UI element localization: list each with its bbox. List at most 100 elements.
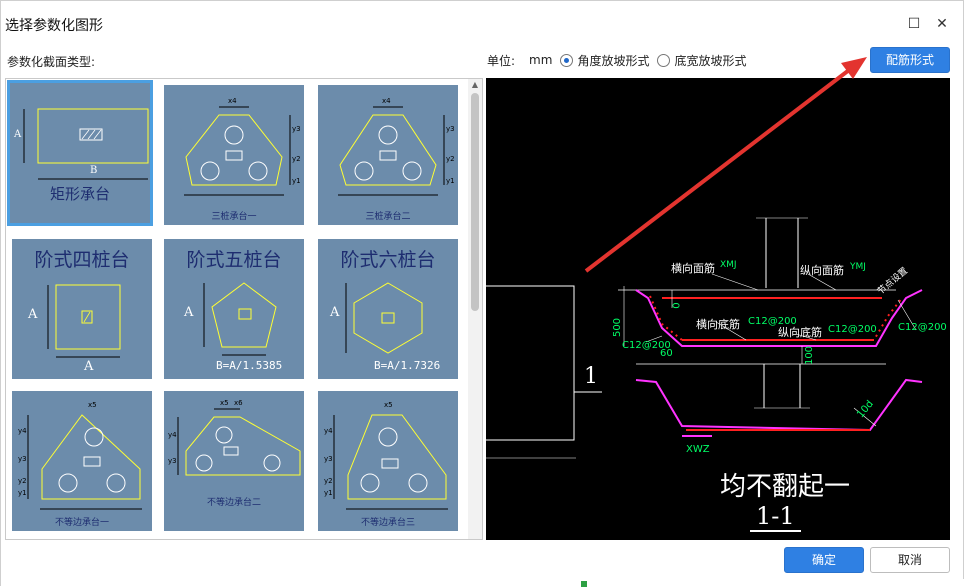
step-six-drawing: [345, 282, 423, 354]
tile-caption: 三桩承台二: [365, 212, 411, 222]
tile-three-pile-2[interactable]: x4 y3 y2 y1 三桩承台二: [318, 85, 458, 225]
dim-y3: y3: [18, 455, 27, 463]
cad-label-zong-mian: 纵向面筋: [800, 264, 844, 277]
rect-cap-drawing: [23, 108, 149, 180]
dim-x5: x5: [220, 399, 229, 407]
step-four-drawing: [47, 284, 121, 358]
rebar-form-button[interactable]: 配筋形式: [870, 47, 950, 73]
step-five-drawing: [203, 282, 277, 356]
unequal-2-drawing: [177, 408, 301, 476]
cad-spec-2: C12@200: [828, 324, 877, 335]
dim-y3: y3: [324, 455, 333, 463]
cad-dim-0: 0: [671, 302, 683, 309]
tile-caption: 阶式六桩台: [340, 249, 436, 271]
tile-caption: 不等边承台一: [54, 518, 109, 528]
bottom-accent: [581, 581, 587, 587]
dim-y1: y1: [324, 489, 333, 497]
cad-preview: 横向面筋 XMJ 纵向面筋 YMJ 节点设置 横向底筋 C12@200 纵向底筋…: [486, 78, 950, 540]
dim-a-label: A: [14, 129, 22, 140]
dim-x5: x5: [384, 401, 393, 409]
tile-caption: 阶式五桩台: [186, 249, 282, 271]
cad-code-ymj: YMJ: [850, 262, 866, 272]
cad-label-zong-di: 纵向底筋: [778, 326, 822, 339]
dim-b-formula: B=A/1.5385: [216, 359, 283, 372]
cad-drawing: [486, 217, 923, 459]
unit-options-row: 单位: mm 角度放坡形式 底宽放坡形式: [487, 51, 746, 69]
cad-label-heng-di: 横向底筋: [696, 318, 740, 331]
tile-caption: 阶式四桩台: [34, 249, 130, 271]
cad-dim-500: 500: [612, 317, 624, 338]
dim-y3: y3: [446, 125, 455, 133]
dim-y3: y3: [168, 457, 177, 465]
unit-label: 单位:: [487, 53, 516, 68]
cad-code-xmj: XMJ: [720, 260, 737, 270]
radio-dot-selected[interactable]: [560, 53, 574, 67]
unequal-3-drawing: [333, 414, 448, 510]
radio-width-slope[interactable]: 底宽放坡形式: [657, 52, 746, 69]
cad-label-heng-mian: 横向面筋: [671, 262, 715, 275]
cad-dim-100: 100: [804, 345, 816, 366]
cad-section-mark: 1: [584, 364, 598, 389]
dim-a-label: A: [184, 305, 194, 320]
dim-y4: y4: [18, 427, 27, 435]
tile-caption: 不等边承台二: [206, 498, 261, 508]
maximize-icon[interactable]: ☐: [907, 16, 921, 32]
cad-dim-xwz: XWZ: [686, 444, 710, 455]
radio-width-label: 底宽放坡形式: [674, 53, 747, 68]
dim-y4: y4: [168, 431, 177, 439]
cad-spec-3: C12@200: [898, 322, 947, 333]
tile-unequal-3[interactable]: x5 y4 y3 y2 y1 不等边承台三: [318, 391, 458, 531]
tile-step-six[interactable]: 阶式六桩台 A B=A/1.7326: [318, 239, 458, 379]
dim-a2-label: A: [84, 359, 94, 374]
dim-x6: x6: [234, 399, 243, 407]
tile-three-pile-1[interactable]: x4 y3 y2 y1 三桩承台一: [164, 85, 304, 225]
dim-x5: x5: [88, 401, 97, 409]
cancel-button[interactable]: 取消: [870, 547, 950, 573]
cad-section-title: 1-1: [750, 502, 801, 532]
ok-button[interactable]: 确定: [784, 547, 864, 573]
tile-unequal-2[interactable]: x5 x6 y4 y3 不等边承台二: [164, 391, 304, 531]
dim-y1: y1: [446, 177, 455, 185]
close-icon[interactable]: ✕: [936, 16, 948, 32]
tile-caption: 矩形承台: [49, 185, 110, 203]
dim-y2: y2: [446, 155, 455, 163]
cad-note: 均不翻起一: [720, 472, 851, 502]
bottom-strip: [1, 579, 964, 587]
title-bar: 选择参数化图形 ☐ ✕: [1, 1, 963, 47]
three-pile-2-drawing: [338, 106, 445, 196]
radio-dot[interactable]: [657, 53, 671, 67]
tile-caption: 三桩承台一: [211, 212, 257, 222]
radio-angle-slope[interactable]: 角度放坡形式: [560, 52, 649, 69]
scroll-up-icon[interactable]: ▲: [471, 80, 479, 89]
dim-x4: x4: [382, 97, 391, 105]
unit-value: mm: [529, 53, 553, 67]
tile-step-four[interactable]: 阶式四桩台 A A: [12, 239, 152, 379]
radio-angle-label: 角度放坡形式: [577, 53, 650, 68]
dim-y2: y2: [18, 477, 27, 485]
dim-y4: y4: [324, 427, 333, 435]
cad-spec-4: C12@200: [622, 340, 671, 351]
gallery-scrollbar[interactable]: ▲: [468, 79, 482, 539]
dim-x4: x4: [228, 97, 237, 105]
dim-a-label: A: [330, 305, 340, 320]
tile-rect-cap[interactable]: A B 矩形承台: [7, 80, 153, 226]
tile-step-five[interactable]: 阶式五桩台 A B=A/1.5385: [164, 239, 304, 379]
dim-b-label: B: [90, 165, 98, 176]
dim-y1: y1: [18, 489, 27, 497]
dim-y2: y2: [324, 477, 333, 485]
section-type-label: 参数化截面类型:: [7, 55, 96, 69]
dim-y1: y1: [292, 177, 301, 185]
dim-a-label: A: [28, 307, 38, 322]
dim-y2: y2: [292, 155, 301, 163]
shape-gallery: A B 矩形承台 x4 y3 y2 y1 三桩承台一: [5, 78, 483, 540]
window-title: 选择参数化图形: [5, 18, 103, 34]
dim-y3: y3: [292, 125, 301, 133]
tile-unequal-1[interactable]: x5 y4 y3 y2 y1 不等边承台一: [12, 391, 152, 531]
dim-b-formula: B=A/1.7326: [374, 359, 441, 372]
scroll-thumb[interactable]: [471, 93, 479, 311]
cad-dim-60: 60: [660, 348, 673, 359]
cad-spec-1: C12@200: [748, 316, 797, 327]
three-pile-1-drawing: [184, 106, 291, 196]
tile-caption: 不等边承台三: [360, 518, 415, 528]
